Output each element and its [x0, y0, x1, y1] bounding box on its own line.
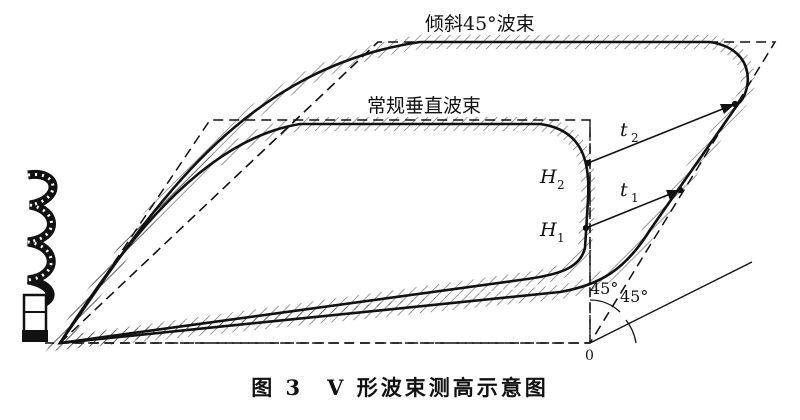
ray-t1-arrow	[666, 190, 680, 200]
figure-caption: 图 3 V 形波束测高示意图	[251, 375, 549, 400]
label-angle-a: 45°	[590, 279, 618, 298]
label-h2-sub: 2	[557, 178, 565, 192]
label-t1-sub: 1	[631, 191, 639, 205]
tilted-beam-axis	[59, 41, 379, 344]
vertical-beam-hatch	[45, 117, 596, 353]
label-t2-sub: 2	[631, 131, 639, 145]
label-t1: t	[620, 179, 628, 201]
label-t2: t	[620, 119, 628, 141]
ray-t2	[587, 103, 736, 164]
point-t2-end	[731, 100, 739, 108]
ray-t2-arrow	[720, 104, 735, 114]
antenna-icon	[22, 169, 58, 342]
label-origin: 0	[585, 348, 594, 364]
label-h1: H	[539, 219, 557, 241]
label-angle-b: 45°	[620, 287, 648, 306]
angle-arc-a	[589, 299, 621, 313]
vertical-beam-label: 常规垂直波束	[367, 95, 481, 117]
label-h2: H	[539, 166, 557, 188]
label-h1-sub: 1	[557, 231, 565, 245]
point-t1-end	[676, 186, 684, 194]
point-h1	[582, 224, 590, 232]
diagonal-reference-line	[589, 261, 753, 344]
ray-t1	[585, 189, 681, 229]
angle-arc-b	[625, 319, 637, 344]
tilted-beam-label: 倾斜45°波束	[425, 13, 535, 35]
